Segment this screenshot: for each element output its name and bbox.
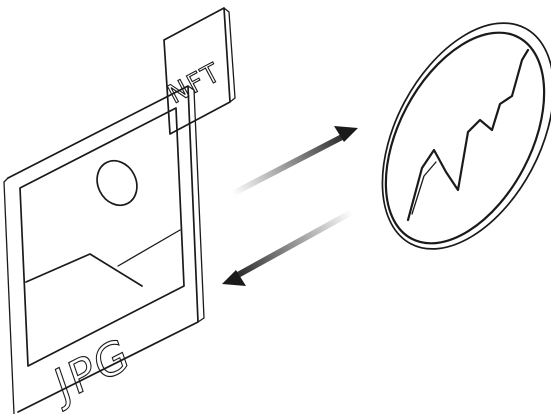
ground-line [117,229,181,267]
jpg-image-card: JPG [3,85,205,414]
nft-tag: NFT [163,7,236,135]
arrow-to-coin-shaft [229,133,347,197]
mountain-line [25,253,143,287]
arrow-to-coin-head [334,126,358,142]
coin-face [384,31,546,245]
crypto-coin [381,22,551,250]
nft-tag-edge [223,7,236,103]
sun-icon [96,159,138,207]
arrow-to-card-head [222,270,246,286]
card-side-edge [3,177,15,414]
photo-frame [19,107,185,367]
coin-chart-shadow [411,161,437,215]
coin-back-rim [381,22,551,250]
card-outer-frame [7,85,199,413]
coin-chart-line [406,48,530,222]
arrow-to-card-shaft [233,209,355,279]
jpg-label: JPG [46,328,136,414]
card-right-edge [187,85,205,323]
arrow-to-coin [229,126,358,197]
arrow-to-card [222,209,355,286]
